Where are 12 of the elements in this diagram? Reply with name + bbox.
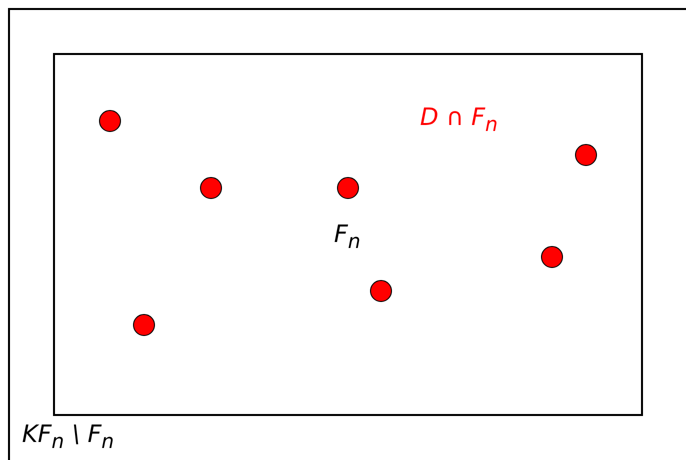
point-dot xyxy=(200,177,222,199)
set-region-box xyxy=(8,8,686,460)
set-label: D ∩ F$_{n}$ xyxy=(420,105,498,134)
set-label: F$_{n}$ xyxy=(334,222,360,251)
point-dot xyxy=(370,280,392,302)
point-dot xyxy=(575,144,597,166)
point-dot xyxy=(99,110,121,132)
set-region-box xyxy=(53,53,643,416)
set-label: KF$_{n}$ \ F$_{n}$ xyxy=(22,422,114,451)
point-dot xyxy=(337,177,359,199)
point-dot xyxy=(541,246,563,268)
point-dot xyxy=(133,314,155,336)
